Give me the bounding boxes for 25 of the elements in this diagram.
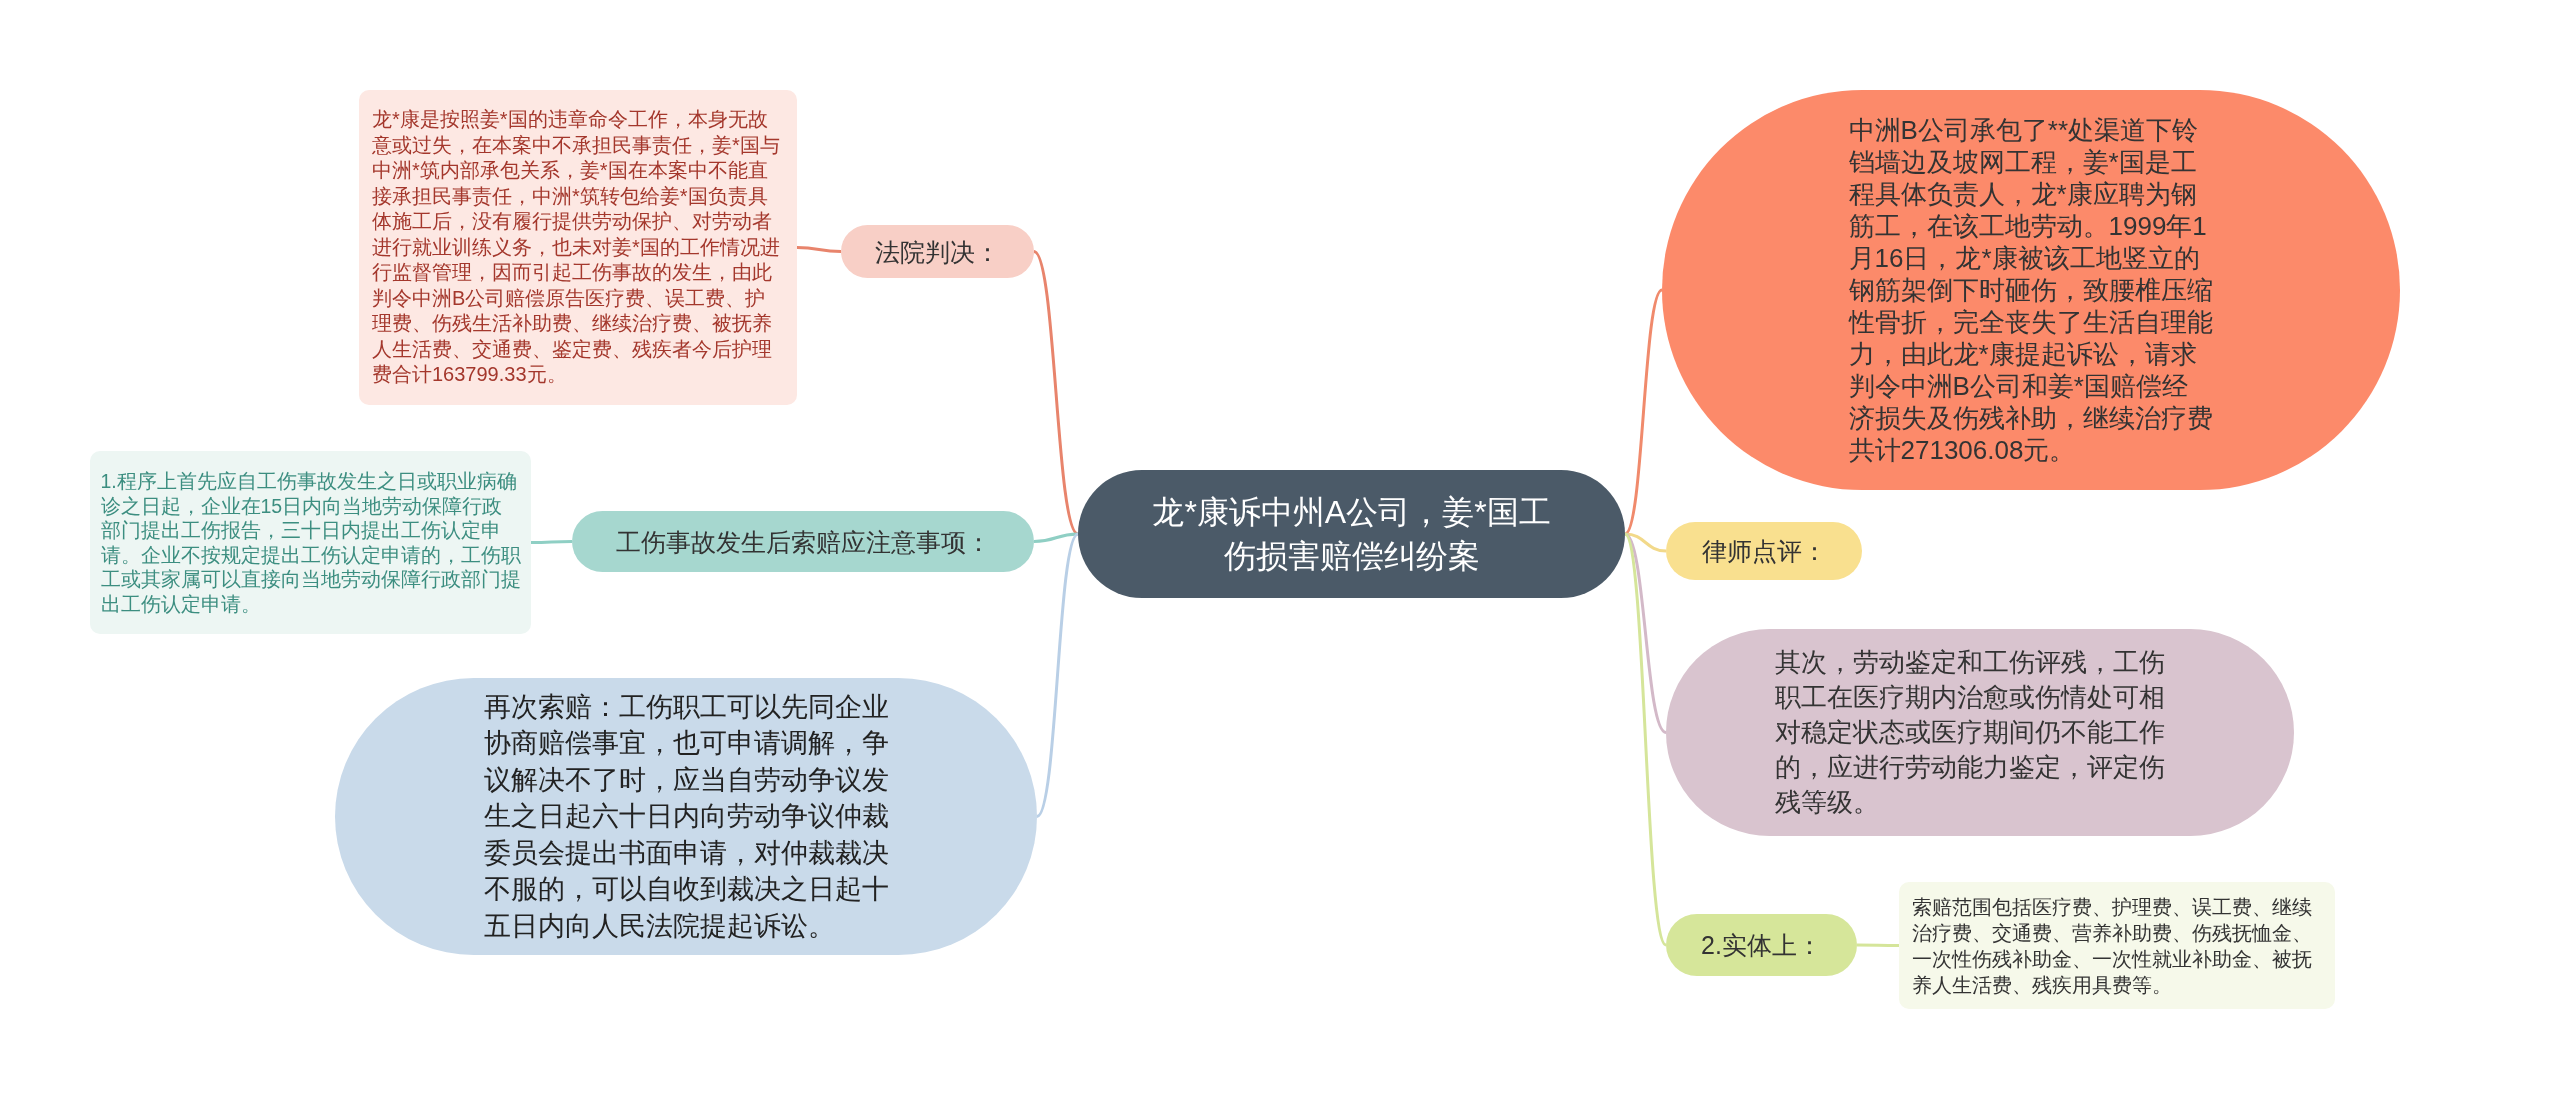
title-text: 龙*康诉中州A公司，姜*国工伤损害赔偿纠纷案 — [1151, 493, 1552, 576]
connector-line — [1857, 943, 1899, 947]
topic-text: 中洲B公司承包了**处渠道下铃铛墙边及坡网工程，姜*国是工程具体负责人，龙*康应聘为钢筋工，在该工地劳动。1999年1月16日，龙*康被该工地竖立的钢筋架倒下时砸伤，致腰椎压缩性骨折，完全丧失了生活自理能力，由此龙*康提起诉讼，请求判令中洲B公司和姜*国赔偿经济损失及伤残补助，继续治疗费共计271306.08元。 — [1848, 114, 2214, 466]
topic-box — [1666, 522, 1862, 580]
connector-line — [1623, 533, 1668, 946]
connector-line — [531, 540, 572, 544]
connector-line — [1623, 289, 1664, 535]
note-card — [90, 451, 531, 634]
topic-text: 其次，劳动鉴定和工伤评残，工伤职工在医疗期内治愈或伤情处可相对稳定状态或医疗期间仍不能工作的，应进行劳动能力鉴定，评定伤残等级。 — [1775, 646, 2166, 819]
connector-line — [1033, 532, 1079, 543]
topic-text: 1.程序上首先应自工伤事故发生之日或职业病确诊之日起，企业在15日内向当地劳动保障行政部门提出工伤报告，三十日内提出工伤认定申请。企业不按规定提出工伤认定申请的，工伤职工或其家属可以直接向当地劳动保障行政部门提出工伤认定申请。 — [100, 469, 521, 616]
topic-text: 法院判决： — [874, 236, 1001, 268]
topic-text: 2.实体上： — [1700, 930, 1823, 961]
topic-text: 再次索赔：工伤职工可以先同企业协商赔偿事宜，也可申请调解，争议解决不了时，应当自劳动争议发生之日起六十日内向劳动争议仲裁委员会提出书面申请，对仲裁裁决不服的，可以自收到裁决之日起十五日内向人民法院提起诉讼。 — [483, 690, 889, 943]
topic-text: 龙*康是按照姜*国的违章命令工作，本身无故意或过失，在本案中不承担民事责任，姜*国与中洲*筑内部承包关系，姜*国在本案中不能直接承担民事责任，中洲*筑转包给姜*国负责具体施工后，没有履行提供劳动保护、对劳动者进行就业训练义务，也未对姜*国的工作情况进行监督管理，因而引起工伤事故的发生，由此判令中洲B公司赔偿原告医疗费、误工费、护理费、伤残生活补助费、继续治疗费、被抚养人生活费、交通费、鉴定费、残疾者今后护理费合计163799.33元。 — [372, 107, 781, 388]
connector-line — [1624, 532, 1667, 734]
topic-text: 律师点评： — [1700, 536, 1828, 567]
topic-text: 索赔范围包括医疗费、护理费、误工费、继续治疗费、交通费、营养补助费、伤残抚恤金、一次性伤残补助金、一次性就业补助金、被抚养人生活费、残疾用具费等。 — [1912, 894, 2313, 998]
note-card — [1899, 882, 2335, 1009]
connector-line — [1035, 533, 1080, 818]
note-card — [359, 90, 797, 405]
topic-box — [841, 225, 1034, 278]
connector-line — [796, 246, 842, 253]
connector-line — [1032, 250, 1080, 535]
topic-text: 工伤事故发生后索赔应注意事项： — [614, 526, 992, 558]
